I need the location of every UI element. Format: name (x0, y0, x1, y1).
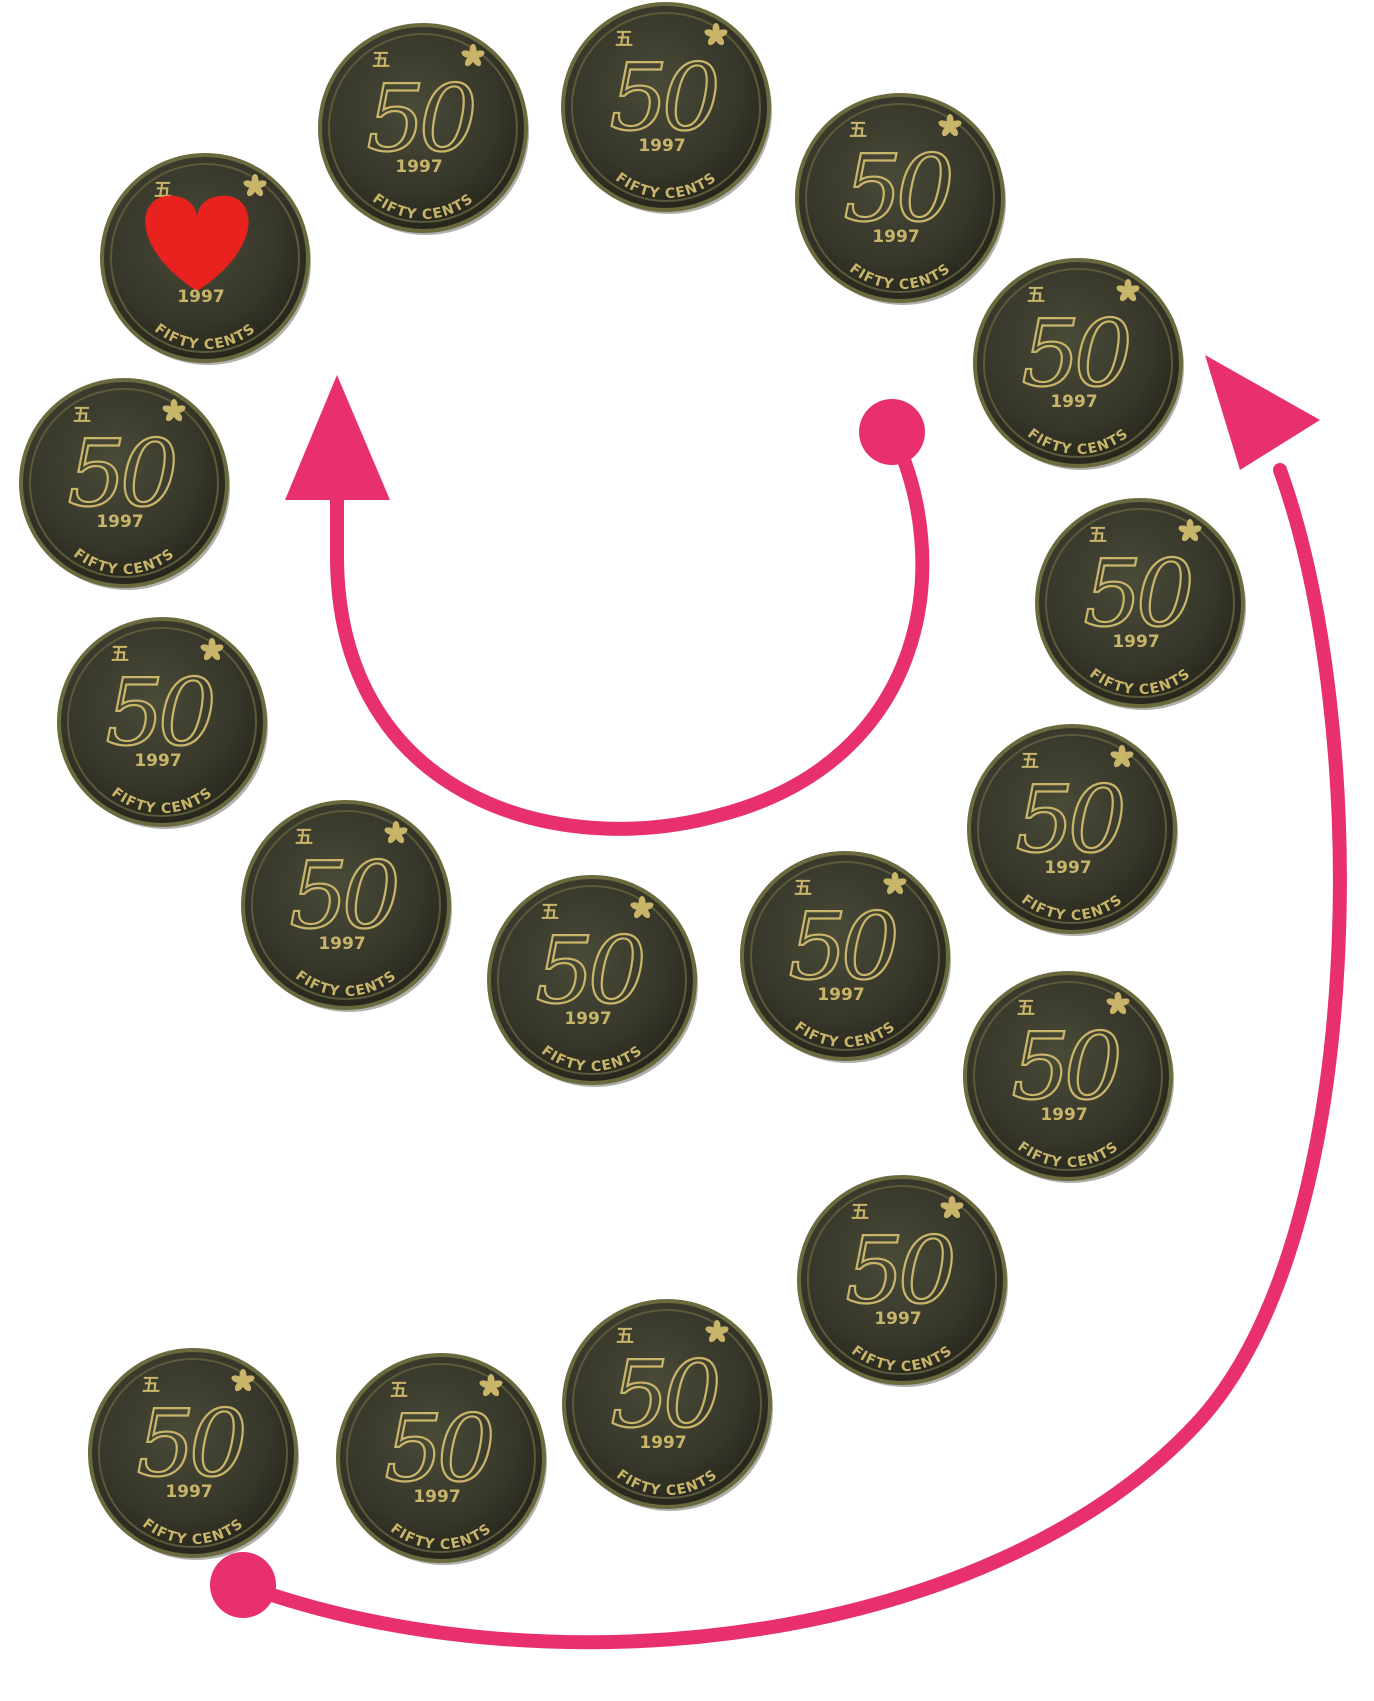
coin: 五501997FIFTY CENTS (969, 726, 1178, 936)
inner-arrow-head (285, 375, 390, 500)
coin-year-text: 1997 (134, 751, 181, 771)
coin-value-text: 50 (1021, 300, 1130, 407)
coin-year-text: 1997 (165, 1482, 212, 1502)
coin-year-text: 1997 (318, 934, 365, 954)
coin: 五501997FIFTY CENTS (975, 260, 1184, 470)
coin-value-text: 50 (366, 65, 475, 172)
coin-year-text: 1997 (638, 136, 685, 156)
coin-year-text: 1997 (177, 287, 224, 307)
coin-year-text: 1997 (872, 227, 919, 247)
coin-year-text: 1997 (1044, 858, 1091, 878)
inner-arrow-path (337, 432, 922, 829)
coin-value-text: 50 (845, 1217, 954, 1324)
coin-value-text: 50 (105, 659, 214, 766)
coin-year-text: 1997 (413, 1487, 460, 1507)
coin-year-text: 1997 (817, 985, 864, 1005)
coin-value-text: 50 (289, 842, 398, 949)
coin-value-text: 50 (609, 44, 718, 151)
coin-value-text: 50 (67, 420, 176, 527)
coin-value-text: 50 (788, 893, 897, 1000)
coin-year-text: 1997 (564, 1009, 611, 1029)
coin-year-text: 1997 (1040, 1105, 1087, 1125)
outer-arrow-start-dot (210, 1552, 276, 1618)
coin-value-text: 50 (610, 1341, 719, 1448)
coin-value-text: 50 (1015, 766, 1124, 873)
coin-value-text: 50 (1011, 1013, 1120, 1120)
inner-arrow-start-dot (859, 399, 925, 465)
coin-year-text: 1997 (639, 1433, 686, 1453)
coin: 五501997FIFTY CENTS (1037, 500, 1246, 710)
outer-arrow-head (1205, 355, 1320, 470)
coin: 五501997FIFTY CENTS (90, 1350, 299, 1560)
coin-year-text: 1997 (874, 1309, 921, 1329)
coin-year-text: 1997 (395, 157, 442, 177)
coin-year-text: 1997 (1112, 632, 1159, 652)
coin-year-text: 1997 (1050, 392, 1097, 412)
coin-year-text: 1997 (96, 512, 143, 532)
coin-value-text: 50 (843, 135, 952, 242)
coin-value-text: 50 (535, 917, 644, 1024)
coin-value-text: 50 (1083, 540, 1192, 647)
coin-value-text: 50 (384, 1395, 493, 1502)
coin-value-text: 50 (136, 1390, 245, 1497)
coin: 五501997FIFTY CENTS (564, 1301, 773, 1511)
coin: 五501997FIFTY CENTS (21, 380, 230, 590)
